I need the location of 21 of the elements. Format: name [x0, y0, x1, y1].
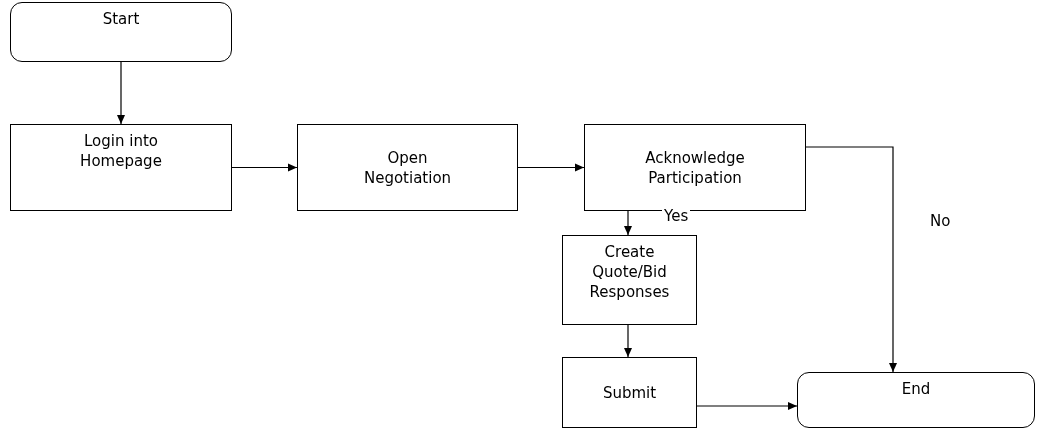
- arrow: [624, 324, 632, 358]
- arrow: [805, 146, 897, 373]
- arrow: [117, 61, 125, 125]
- process-box: [562, 235, 697, 325]
- node-text: Login into Homepage: [79, 131, 163, 171]
- process-box: [584, 124, 806, 211]
- node-text: Start: [102, 9, 140, 29]
- process-box: [10, 124, 232, 211]
- arrow: [624, 210, 632, 236]
- node-text: End: [901, 379, 931, 399]
- node-text: Acknowledge Participation: [644, 147, 746, 188]
- node-text: Open Negotiation: [362, 147, 453, 188]
- terminal-box: [797, 372, 1035, 428]
- arrow: [231, 163, 298, 172]
- arrow: [517, 163, 585, 172]
- process-box: [297, 124, 518, 211]
- node-text: Create Quote/Bid Responses: [588, 242, 671, 302]
- process-box: [562, 357, 697, 428]
- terminal-box: [10, 2, 232, 62]
- node-text: Submit: [602, 382, 657, 403]
- arrow: [696, 402, 798, 410]
